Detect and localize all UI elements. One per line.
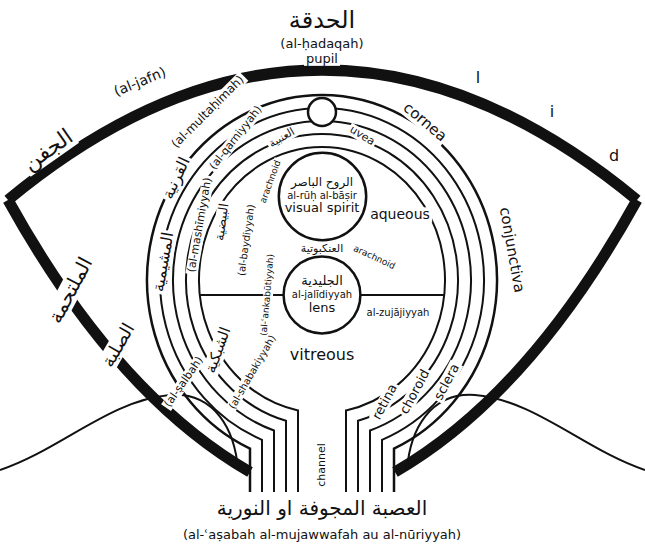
- skin-line-right: [407, 395, 645, 470]
- arabic-name: الروح الباصر: [291, 176, 353, 190]
- eye-layer: [199, 147, 445, 492]
- visual-spirit-circle: الروح الباصرal-rūḥ al-bāṣirvisual spirit: [277, 151, 368, 242]
- part-label: (al-ṣalbah): [161, 353, 207, 411]
- part-label: i: [548, 103, 556, 121]
- eye-layers: [147, 95, 497, 492]
- arabic-label: العصبة المجوفة او النورية: [215, 497, 429, 519]
- lens-circle: الجليديةal-jalīdiyyahlens: [282, 255, 362, 335]
- part-label: vitreous: [288, 346, 357, 364]
- eye-layer: [186, 134, 458, 492]
- part-name: lens: [309, 301, 336, 316]
- part-label: cornea: [399, 98, 452, 146]
- skin-line-left: [0, 395, 238, 470]
- part-label: d: [607, 147, 621, 165]
- arabic-label: القرنية: [158, 152, 194, 203]
- arabic-label: العنبية: [265, 125, 298, 151]
- pupil-circle: [308, 98, 336, 126]
- part-label: l: [474, 69, 482, 87]
- part-name: al-jalīdiyyah: [292, 289, 352, 301]
- lower-lid-right: [395, 200, 637, 472]
- part-name: visual spirit: [285, 201, 360, 216]
- part-label: (al-ḥadaqah): [278, 37, 365, 51]
- eye-layer: [173, 121, 471, 492]
- part-name: al-rūḥ al-bāṣir: [287, 190, 357, 202]
- part-label: (al-ʿaṣabah al-mujawwafah au al-nūriyyah…: [181, 528, 463, 542]
- part-label: arachnoid: [350, 243, 398, 273]
- part-label: channel: [316, 441, 328, 489]
- lower-lid-left: [8, 200, 250, 472]
- arabic-label: البيضية: [212, 200, 232, 243]
- part-label: aqueous: [368, 207, 432, 222]
- part-label: (al-baydiyyah): [235, 202, 256, 279]
- arabic-label: العنكبوتية: [299, 243, 345, 255]
- arabic-label: الحدقة: [287, 7, 357, 33]
- part-label: al-zujājiyyah: [365, 307, 432, 318]
- part-label: pupil: [304, 52, 340, 66]
- part-label: conjunctiva: [496, 204, 528, 296]
- arabic-name: الجليدية: [301, 274, 343, 289]
- part-label: (al-jafn): [110, 64, 170, 100]
- eye-layer: [147, 95, 497, 492]
